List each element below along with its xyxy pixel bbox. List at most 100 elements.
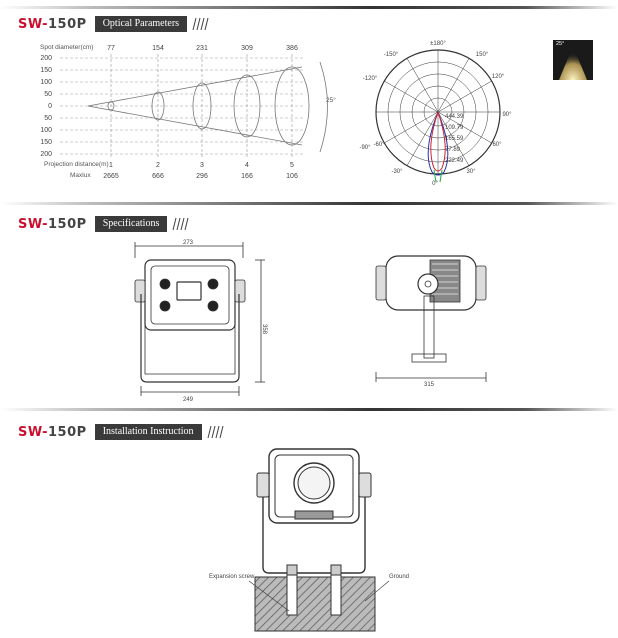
polar-spoke — [384, 80, 439, 113]
lux-label: Maxlux — [70, 172, 91, 179]
model-name: SW-150P — [18, 16, 87, 32]
y-tick-label: 100 — [40, 79, 52, 86]
polar-ring-value: 222.49 — [445, 158, 464, 164]
lens-1 — [159, 278, 171, 290]
section-tab: Specifications — [94, 216, 168, 232]
section-header-install: SW-150P Installation Instruction — [18, 422, 226, 442]
polar-angle-label: 0° — [432, 181, 438, 187]
side-width: 315 — [424, 382, 435, 388]
beam-swatch-label: 25° — [556, 41, 565, 47]
polar-angle-label: -120° — [363, 76, 378, 82]
polar-angle-label: -150° — [384, 52, 399, 58]
polar-curve-blue — [427, 111, 449, 176]
polar-spoke — [437, 80, 492, 113]
y-tick-label: 50 — [44, 91, 52, 98]
polar-spoke — [437, 58, 470, 113]
tilt-hub — [417, 273, 439, 295]
y-tick-label: 100 — [40, 127, 52, 134]
beam-angle-label: 25° — [326, 96, 336, 104]
polar-angle-label: 120° — [492, 74, 505, 80]
front-height: 358 — [261, 324, 267, 335]
section-rule — [0, 202, 618, 205]
polar-ring-value: 109.79 — [445, 125, 464, 131]
beam-swatch — [553, 40, 593, 80]
polar-ring-value: 444.39 — [445, 114, 464, 120]
spot-diameter-value: 231 — [196, 45, 208, 52]
maxlux-value: 106 — [286, 173, 298, 180]
spot-label: Spot diameter(cm) — [40, 44, 93, 51]
ground-block — [254, 576, 376, 632]
beam-angle-arc — [319, 61, 328, 153]
projection-distance-value: 2 — [156, 162, 160, 169]
install-lens — [293, 462, 335, 504]
lens-3 — [159, 300, 171, 312]
spot-diameter-value: 386 — [286, 45, 298, 52]
ground-label: Ground — [389, 574, 409, 580]
maxlux-value: 166 — [241, 173, 253, 180]
polar-angle-label: 90° — [502, 112, 512, 118]
projection-distance-value: 4 — [245, 162, 249, 169]
beam-section-5 — [274, 66, 310, 146]
y-tick-label: 50 — [44, 115, 52, 122]
section-header-specs: SW-150P Specifications — [18, 214, 191, 234]
polar-angle-label: 30° — [466, 169, 476, 175]
beam-section-4 — [233, 74, 261, 138]
polar-spoke — [406, 111, 439, 166]
section-rule — [0, 408, 618, 411]
polar-spoke — [406, 58, 439, 113]
y-tick-label: 200 — [40, 151, 52, 158]
section-header-optical: SW-150P Optical Parameters — [18, 14, 211, 34]
side-base — [411, 353, 447, 363]
maxlux-value: 2665 — [103, 173, 119, 180]
beam-section-2 — [151, 91, 165, 121]
beam-edge-lower — [87, 105, 303, 146]
polar-ring-value: 77.89 — [445, 147, 461, 153]
model-name: SW-150P — [18, 216, 87, 232]
beam-edge-upper — [87, 66, 303, 107]
top-rule — [0, 6, 618, 9]
yoke-bracket — [140, 294, 240, 383]
projection-distance-value: 3 — [200, 162, 204, 169]
display-window — [176, 281, 202, 301]
polar-angle-label: -90° — [359, 145, 371, 151]
y-tick-label: 150 — [40, 139, 52, 146]
side-view-drawing: 315 — [375, 255, 487, 388]
stripes-icon — [192, 17, 209, 31]
polar-angle-label: 60° — [492, 142, 502, 148]
polar-angle-label: ±180° — [430, 41, 446, 47]
polar-angle-label: -30° — [391, 169, 403, 175]
polar-angle-label: 150° — [476, 52, 489, 58]
model-name: SW-150P — [18, 424, 87, 440]
spot-diameter-value: 154 — [152, 45, 164, 52]
section-tab: Optical Parameters — [94, 16, 188, 32]
section-tab: Installation Instruction — [94, 424, 202, 440]
right-knob — [234, 279, 246, 303]
y-tick-label: 0 — [48, 103, 52, 110]
polar-angle-label: -60° — [373, 142, 385, 148]
stripes-icon — [172, 217, 189, 231]
beam-section-1 — [107, 101, 115, 111]
proj-label: Projection distance(m) — [44, 161, 109, 168]
maxlux-value: 666 — [152, 173, 164, 180]
stripes-icon — [207, 425, 224, 439]
lens-4 — [207, 300, 219, 312]
polar-chart: ±180° 150° -150° 120° -120° 90° -90° 60° -60° 30°… — [359, 41, 512, 187]
installation-drawing: Expansion screw Ground — [209, 448, 409, 632]
polar-curve-green — [433, 169, 443, 183]
spot-diameter-value: 77 — [107, 45, 115, 52]
front-view-drawing: 273 358 249 — [134, 240, 267, 403]
polar-ring-value: 165.59 — [445, 136, 464, 142]
left-knob — [134, 279, 146, 303]
y-tick-label: 150 — [40, 67, 52, 74]
polar-curve-red — [430, 111, 446, 172]
polar-spoke — [437, 111, 492, 144]
beam-section-3 — [192, 82, 212, 130]
expansion-screw-label: Expansion screw — [209, 574, 255, 580]
polar-spoke — [437, 111, 470, 166]
projection-distance-value: 1 — [109, 162, 113, 169]
maxlux-value: 296 — [196, 173, 208, 180]
lens-2 — [207, 278, 219, 290]
polar-spoke — [384, 111, 439, 144]
projection-distance-value: 5 — [290, 162, 294, 169]
